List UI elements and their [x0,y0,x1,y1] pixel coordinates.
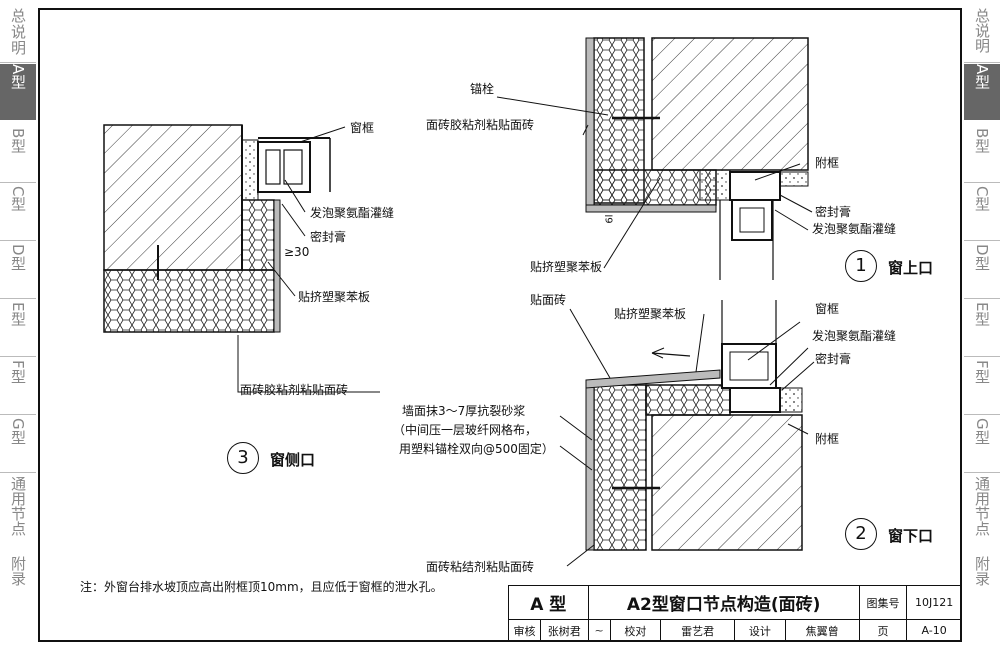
tab-type-f-right[interactable]: F型 [973,360,991,384]
tab-type-c-right[interactable]: C型 [973,186,991,212]
tab-type-d[interactable]: D型 [9,244,27,271]
label-xps-1: 贴挤塑聚苯板 [530,260,603,274]
drawing-title: A2型窗口节点构造(面砖) [587,585,860,620]
foam-joint [241,139,259,201]
label-xps-3: 贴挤塑聚苯板 [298,290,371,304]
tab-type-a-right[interactable]: A型 [964,64,1000,120]
detail-title-1: 窗上口 [888,259,934,277]
drawing-note: 注：外窗台排水坡顶应高出附框顶10mm，且应低于窗框的泄水孔。 [80,580,443,594]
detail-number-3: 3 [227,442,259,474]
label-dim-3: ≥30 [284,245,310,259]
label-sub-frame-2: 附框 [815,432,840,446]
detail-number-2: 2 [845,518,877,550]
sub-frame-bottom [729,387,781,413]
label-mortar-2-line2: （中间压一层玻纤网格布， [393,423,538,437]
atlas-number: 10J121 [906,585,962,620]
detail-2-window-sill [559,300,815,567]
label-sealant-1: 密封膏 [815,205,852,219]
tile-face [273,199,281,333]
label-adhesive-2: 面砖粘结剂粘贴面砖 [426,560,535,574]
design-label: 设计 [734,619,786,642]
tab-general-right[interactable]: 总说明 [973,8,991,53]
detail-title-2: 窗下口 [888,527,934,545]
title-block: A 型 A2型窗口节点构造(面砖) 图集号 10J121 审核 张树君 ~ 校对… [507,585,962,642]
label-tile-2: 贴面砖 [530,293,567,307]
window-frame-top [731,199,773,241]
label-sealant-3: 密封膏 [310,230,347,244]
foam-joint-top [699,169,731,201]
designer-name: 焦翼曾 [784,619,860,642]
xps-board [103,269,275,333]
tab-type-g[interactable]: G型 [9,418,27,445]
review-label: 审核 [507,619,542,642]
label-window-frame-3: 窗框 [350,121,375,135]
tab-type-a[interactable]: A型 [0,64,36,120]
sub-frame-top [729,171,781,201]
tab-type-c[interactable]: C型 [9,186,27,212]
label-sealant-2: 密封膏 [815,352,852,366]
tab-type-b-right[interactable]: B型 [973,128,991,154]
page-label: 页 [858,619,908,642]
detail-3-window-side [103,124,380,393]
label-anchor-1: 锚栓 [470,82,495,96]
tab-type-e[interactable]: E型 [9,302,27,327]
xps-soffit [593,169,717,206]
label-foam-2: 发泡聚氨酯灌缝 [812,329,897,343]
label-window-frame-2: 窗框 [815,302,840,316]
label-foam-3: 发泡聚氨酯灌缝 [310,206,395,220]
detail-number-1: 1 [845,250,877,282]
drawing-frame [38,8,962,642]
tab-type-f[interactable]: F型 [9,360,27,384]
tab-appendix[interactable]: 附录 [9,556,27,586]
label-sub-frame-1: 附框 [815,156,840,170]
tab-type-e-right[interactable]: E型 [973,302,991,327]
detail-1-window-head [496,37,813,280]
tab-general[interactable]: 总说明 [9,8,27,56]
reviewer-signature: ~ [587,619,611,642]
label-mortar-2-line3: 用塑料锚栓双向@500固定） [399,442,554,456]
concrete-sill [651,414,803,551]
tab-common-nodes-right[interactable]: 通用节点 [973,476,991,536]
label-mortar-2: 墙面抹3～7厚抗裂砂浆 [402,404,526,418]
concrete-wall [103,124,243,271]
label-adhesive-1: 面砖胶粘剂粘贴面砖 [426,118,535,132]
label-adhesive-3: 面砖胶粘剂粘贴面砖 [240,383,349,397]
check-label: 校对 [609,619,662,642]
tab-appendix-right[interactable]: 附录 [973,556,991,586]
tab-type-g-right[interactable]: G型 [973,418,991,445]
xps-board-bottom [593,384,647,551]
label-xps-2: 贴挤塑聚苯板 [614,307,687,321]
xps-sill [645,384,731,416]
atlas-label: 图集号 [858,585,908,620]
label-dim-1: 6l [604,214,616,224]
reviewer-name: 张树君 [540,619,589,642]
tab-type-b[interactable]: B型 [9,128,27,154]
label-foam-1: 发泡聚氨酯灌缝 [812,222,897,236]
checker-name: 雷艺君 [660,619,736,642]
tab-common-nodes[interactable]: 通用节点 [9,476,27,536]
page-number: A-10 [906,619,962,642]
tab-type-d-right[interactable]: D型 [973,244,991,271]
detail-title-3: 窗侧口 [270,451,316,469]
sill-slope [585,369,721,389]
type-cell: A 型 [508,585,589,620]
concrete-lintel [651,37,809,171]
xps-return [241,199,275,271]
